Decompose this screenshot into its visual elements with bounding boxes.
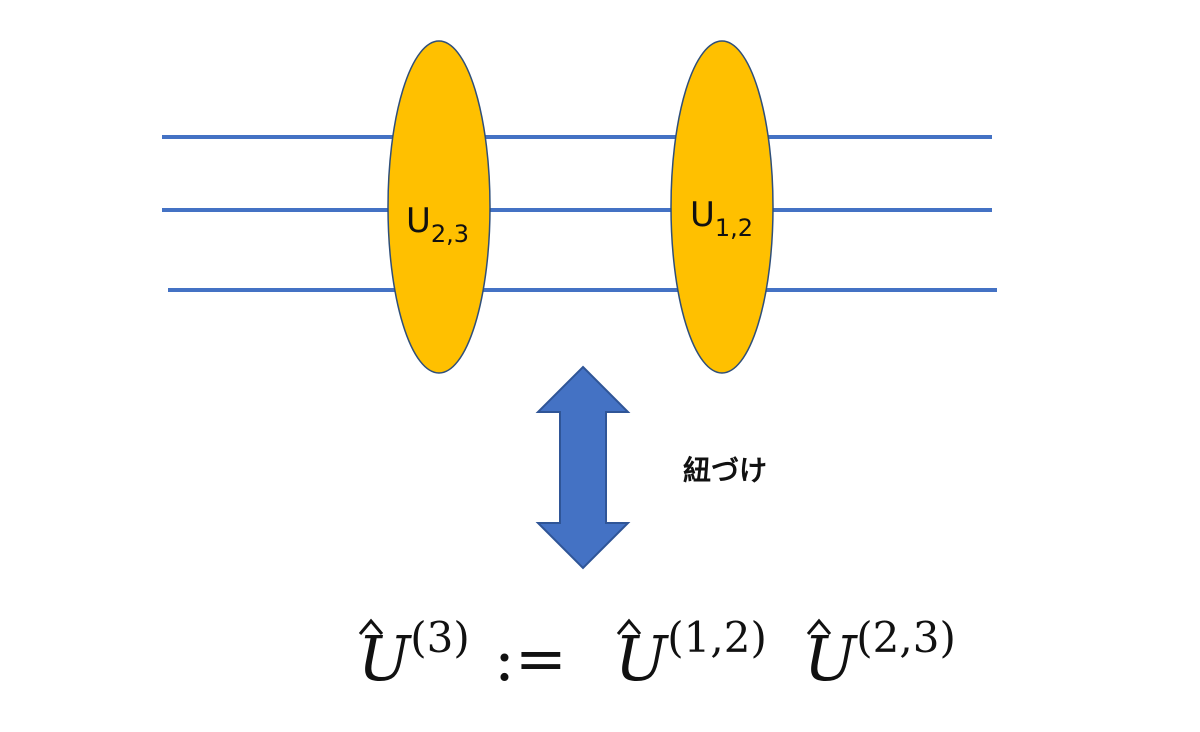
gate-u23-ellipse <box>387 40 491 374</box>
formula: U(3) := U(1,2) U(2,3) <box>358 613 956 695</box>
gate-u23: U2,3 <box>387 40 491 374</box>
gate-u12: U1,2 <box>670 40 774 374</box>
gate-u23-label: U2,3 <box>406 201 469 248</box>
hat-icon <box>806 618 832 635</box>
wires <box>162 135 997 292</box>
formula-rhs-2: U(2,3) <box>804 613 956 695</box>
formula-rhs-1: U(1,2) <box>615 613 767 695</box>
double-arrow-icon <box>535 365 631 570</box>
hat-icon <box>358 618 384 635</box>
association-label: 紐づけ <box>683 454 767 487</box>
gate-u12-ellipse <box>670 40 774 374</box>
gate-u12-label: U1,2 <box>690 195 753 242</box>
hat-icon <box>616 618 642 635</box>
formula-assign: := <box>494 622 567 695</box>
formula-lhs: U(3) <box>358 613 470 695</box>
